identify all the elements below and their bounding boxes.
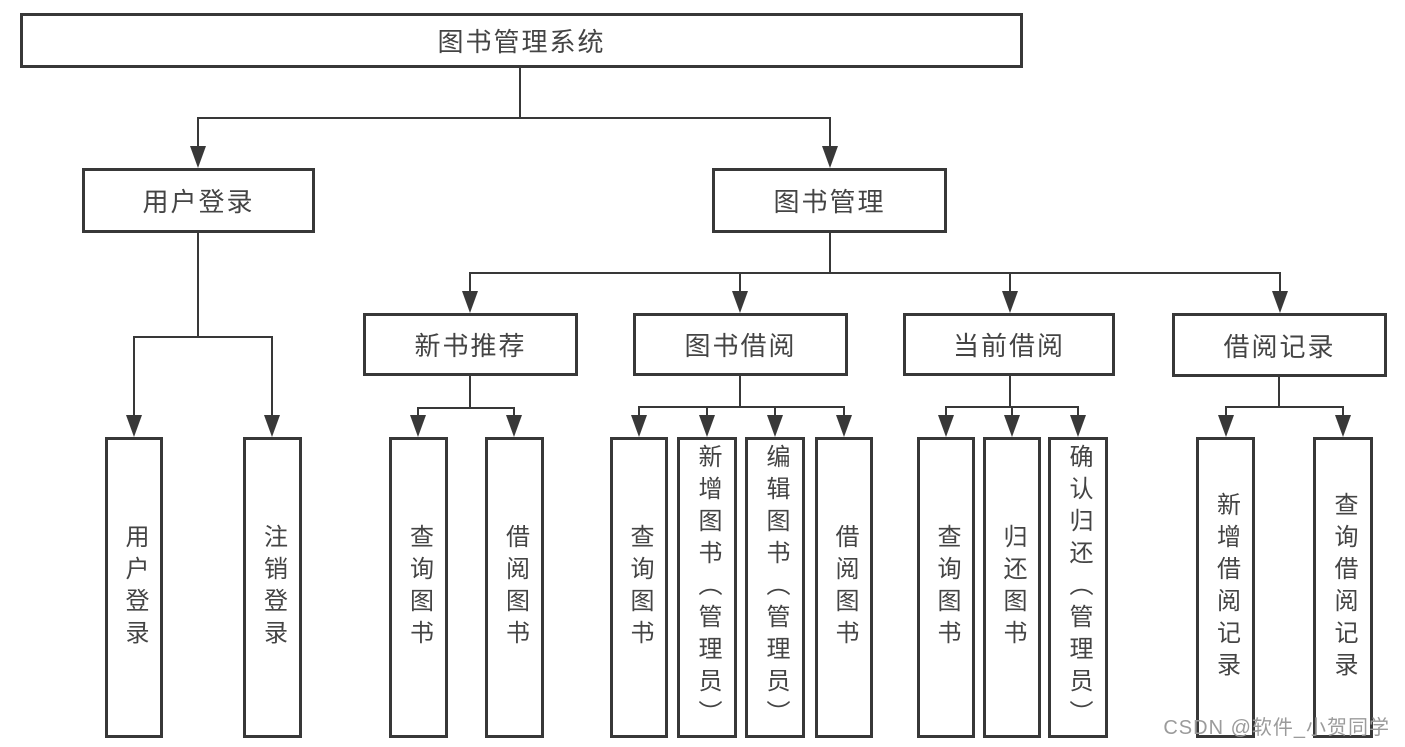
arrowhead-down-icon bbox=[631, 415, 647, 437]
connector-arrow-stem bbox=[945, 406, 947, 417]
connector-arrow-stem bbox=[417, 407, 419, 417]
connector-vline bbox=[469, 376, 471, 409]
connector-arrow-stem bbox=[513, 407, 515, 417]
leaf-borrow-books-recommend: 借阅图书 bbox=[485, 437, 544, 738]
connector-arrow-stem bbox=[1009, 272, 1011, 293]
connector-arrow-stem bbox=[469, 272, 471, 293]
arrowhead-down-icon bbox=[506, 415, 522, 437]
arrowhead-down-icon bbox=[938, 415, 954, 437]
connector-vline bbox=[519, 68, 521, 117]
arrowhead-down-icon bbox=[767, 415, 783, 437]
connector-hline bbox=[417, 407, 515, 409]
arrowhead-down-icon bbox=[1272, 291, 1288, 313]
connector-arrow-stem bbox=[843, 406, 845, 417]
arrowhead-down-icon bbox=[190, 146, 206, 168]
arrowhead-down-icon bbox=[732, 291, 748, 313]
connector-arrow-stem bbox=[1279, 272, 1281, 293]
connector-vline bbox=[739, 376, 741, 408]
leaf-borrow-books: 借阅图书 bbox=[815, 437, 873, 738]
connector-hline bbox=[469, 272, 1281, 274]
connector-arrow-stem bbox=[1011, 406, 1013, 417]
arrowhead-down-icon bbox=[1002, 291, 1018, 313]
node-user-login: 用户登录 bbox=[82, 168, 315, 233]
connector-arrow-stem bbox=[1225, 406, 1227, 417]
leaf-query-books-borrow: 查询图书 bbox=[610, 437, 668, 738]
connector-arrow-stem bbox=[829, 117, 831, 148]
connector-arrow-stem bbox=[638, 406, 640, 417]
arrowhead-down-icon bbox=[1218, 415, 1234, 437]
arrowhead-down-icon bbox=[462, 291, 478, 313]
leaf-query-books-recommend: 查询图书 bbox=[389, 437, 448, 738]
connector-hline bbox=[133, 336, 273, 338]
connector-vline bbox=[1009, 376, 1011, 408]
connector-arrow-stem bbox=[133, 336, 135, 417]
leaf-edit-book-admin: 编辑图书（管理员） bbox=[745, 437, 805, 738]
connector-arrow-stem bbox=[706, 406, 708, 417]
connector-hline bbox=[1225, 406, 1344, 408]
arrowhead-down-icon bbox=[264, 415, 280, 437]
arrowhead-down-icon bbox=[1335, 415, 1351, 437]
arrowhead-down-icon bbox=[1004, 415, 1020, 437]
connector-arrow-stem bbox=[1342, 406, 1344, 417]
leaf-user-login: 用户登录 bbox=[105, 437, 163, 738]
node-new-book-recommendation: 新书推荐 bbox=[363, 313, 578, 376]
node-library-management-system: 图书管理系统 bbox=[20, 13, 1023, 68]
node-current-borrowing: 当前借阅 bbox=[903, 313, 1115, 376]
connector-vline bbox=[829, 233, 831, 274]
connector-arrow-stem bbox=[197, 117, 199, 148]
leaf-logout: 注销登录 bbox=[243, 437, 302, 738]
leaf-query-borrow-record: 查询借阅记录 bbox=[1313, 437, 1373, 738]
connector-arrow-stem bbox=[774, 406, 776, 417]
connector-arrow-stem bbox=[1077, 406, 1079, 417]
arrowhead-down-icon bbox=[822, 146, 838, 168]
node-book-management: 图书管理 bbox=[712, 168, 947, 233]
leaf-add-borrow-record: 新增借阅记录 bbox=[1196, 437, 1255, 738]
arrowhead-down-icon bbox=[1070, 415, 1086, 437]
leaf-confirm-return-admin: 确认归还（管理员） bbox=[1048, 437, 1108, 738]
leaf-query-books-current: 查询图书 bbox=[917, 437, 975, 738]
leaf-return-book: 归还图书 bbox=[983, 437, 1041, 738]
connector-vline bbox=[197, 232, 199, 338]
connector-hline bbox=[197, 117, 831, 119]
connector-vline bbox=[1278, 377, 1280, 408]
node-book-borrowing: 图书借阅 bbox=[633, 313, 848, 376]
arrowhead-down-icon bbox=[836, 415, 852, 437]
connector-hline bbox=[638, 406, 845, 408]
connector-arrow-stem bbox=[739, 272, 741, 293]
arrowhead-down-icon bbox=[126, 415, 142, 437]
node-borrowing-records: 借阅记录 bbox=[1172, 313, 1387, 377]
arrowhead-down-icon bbox=[410, 415, 426, 437]
watermark: CSDN @软件_小贺同学 bbox=[1163, 717, 1390, 739]
arrowhead-down-icon bbox=[699, 415, 715, 437]
connector-arrow-stem bbox=[271, 336, 273, 417]
leaf-add-book-admin: 新增图书（管理员） bbox=[677, 437, 737, 738]
